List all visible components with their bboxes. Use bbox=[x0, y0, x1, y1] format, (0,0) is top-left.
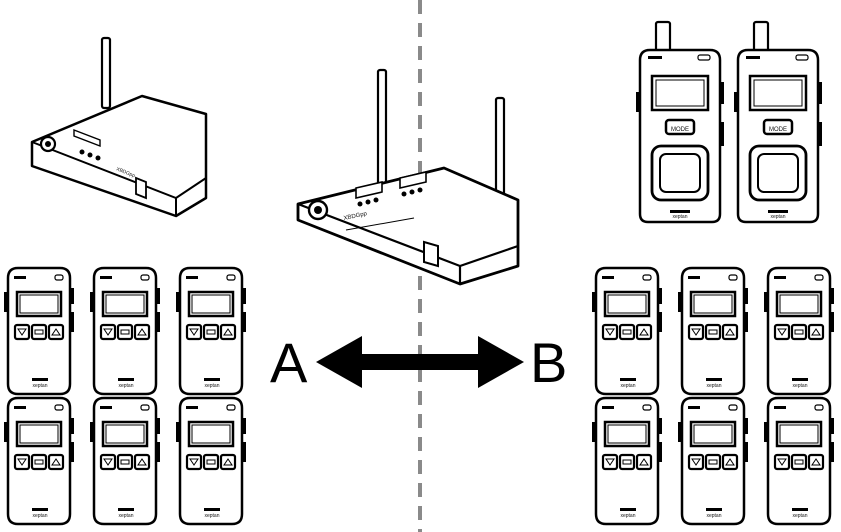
transceiver-1-brand: xeptan bbox=[672, 214, 687, 220]
receiver-a-4: xeptan bbox=[2, 396, 76, 526]
receiver-brand: xeptan bbox=[620, 513, 635, 519]
receiver-brand: xeptan bbox=[118, 383, 133, 389]
receiver-brand: xeptan bbox=[204, 383, 219, 389]
receiver-brand: xeptan bbox=[32, 513, 47, 519]
label-b: B bbox=[530, 331, 567, 394]
receiver-brand: xeptan bbox=[706, 383, 721, 389]
receiver-brand: xeptan bbox=[792, 383, 807, 389]
receiver-b-1: xeptan bbox=[590, 266, 664, 396]
receiver-group-b: xeptan xeptan xeptan xeptan xeptan xepta… bbox=[590, 266, 836, 526]
receiver-brand: xeptan bbox=[204, 513, 219, 519]
receiver-b-6: xeptan bbox=[762, 396, 836, 526]
receiver-b-3: xeptan bbox=[762, 266, 836, 396]
receiver-brand: xeptan bbox=[620, 383, 635, 389]
receiver-brand: xeptan bbox=[706, 513, 721, 519]
transceiver-2-brand: xeptan bbox=[770, 214, 785, 220]
base-center-model-text: XBDGpp bbox=[343, 211, 368, 222]
base-station-center: XBDGpp bbox=[296, 68, 520, 286]
bidirectional-arrow bbox=[316, 336, 524, 388]
receiver-b-4: xeptan bbox=[590, 396, 664, 526]
receiver-a-6: xeptan bbox=[174, 396, 248, 526]
base-station-left: XBDGpp bbox=[30, 36, 208, 218]
receiver-brand: xeptan bbox=[32, 383, 47, 389]
receiver-a-2: xeptan bbox=[88, 266, 162, 396]
transceiver-2-mode-label: MODE bbox=[769, 127, 787, 133]
receiver-b-5: xeptan bbox=[676, 396, 750, 526]
label-a: A bbox=[270, 331, 308, 394]
transceiver-2: MODE xeptan bbox=[732, 20, 824, 224]
receiver-a-1: xeptan bbox=[2, 266, 76, 396]
transceiver-1-mode-label: MODE bbox=[671, 127, 689, 133]
receiver-a-5: xeptan bbox=[88, 396, 162, 526]
receiver-brand: xeptan bbox=[118, 513, 133, 519]
receiver-a-3: xeptan bbox=[174, 266, 248, 396]
receiver-b-2: xeptan bbox=[676, 266, 750, 396]
transceiver-1: MODE xeptan bbox=[634, 20, 726, 224]
receiver-brand: xeptan bbox=[792, 513, 807, 519]
receiver-group-a: xeptan xeptan xeptan xeptan xeptan xepta… bbox=[2, 266, 248, 526]
